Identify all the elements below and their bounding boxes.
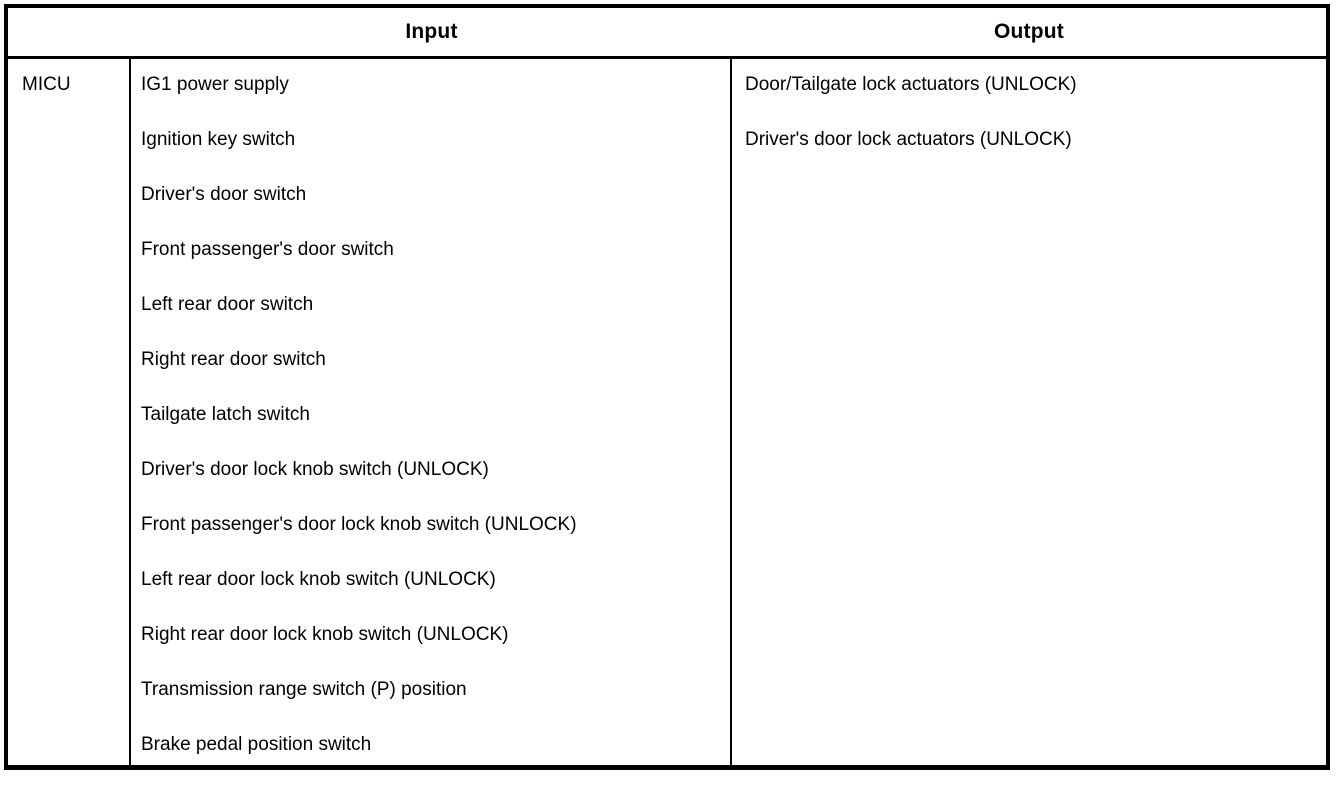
table-row: MICU IG1 power supply Ignition key switc… [8,59,1326,765]
list-item: Right rear door switch [141,349,326,370]
table-header-corner [8,8,131,56]
list-item: Left rear door switch [141,294,314,315]
list-item: Front passenger's door lock knob switch … [141,514,577,535]
list-item: Tailgate latch switch [141,404,310,425]
list-item: Driver's door lock actuators (UNLOCK) [745,129,1072,150]
input-signal-list: IG1 power supply Ignition key switch Dri… [141,73,730,788]
list-item: Front passenger's door switch [141,239,394,260]
table-cell-input: IG1 power supply Ignition key switch Dri… [131,59,732,765]
table-cell-output: Door/Tailgate lock actuators (UNLOCK) Dr… [732,59,1326,765]
list-item: Ignition key switch [141,129,296,150]
list-item: Brake pedal position switch [141,734,372,755]
table-header-output: Output [993,20,1064,43]
list-item: Right rear door lock knob switch (UNLOCK… [141,624,509,645]
table-header-row: Input Output [8,8,1326,59]
input-output-table: Input Output MICU IG1 power supply Ignit… [4,4,1330,770]
list-item: Driver's door switch [141,184,307,205]
table-header-input: Input [405,20,458,43]
list-item: Door/Tailgate lock actuators (UNLOCK) [745,74,1077,95]
list-item: IG1 power supply [141,74,289,95]
list-item: Driver's door lock knob switch (UNLOCK) [141,459,489,480]
list-item: Left rear door lock knob switch (UNLOCK) [141,569,496,590]
table-cell-unit: MICU [8,59,131,765]
output-actuator-list: Door/Tailgate lock actuators (UNLOCK) Dr… [745,73,1326,183]
unit-label: MICU [22,74,71,95]
list-item: Transmission range switch (P) position [141,679,467,700]
